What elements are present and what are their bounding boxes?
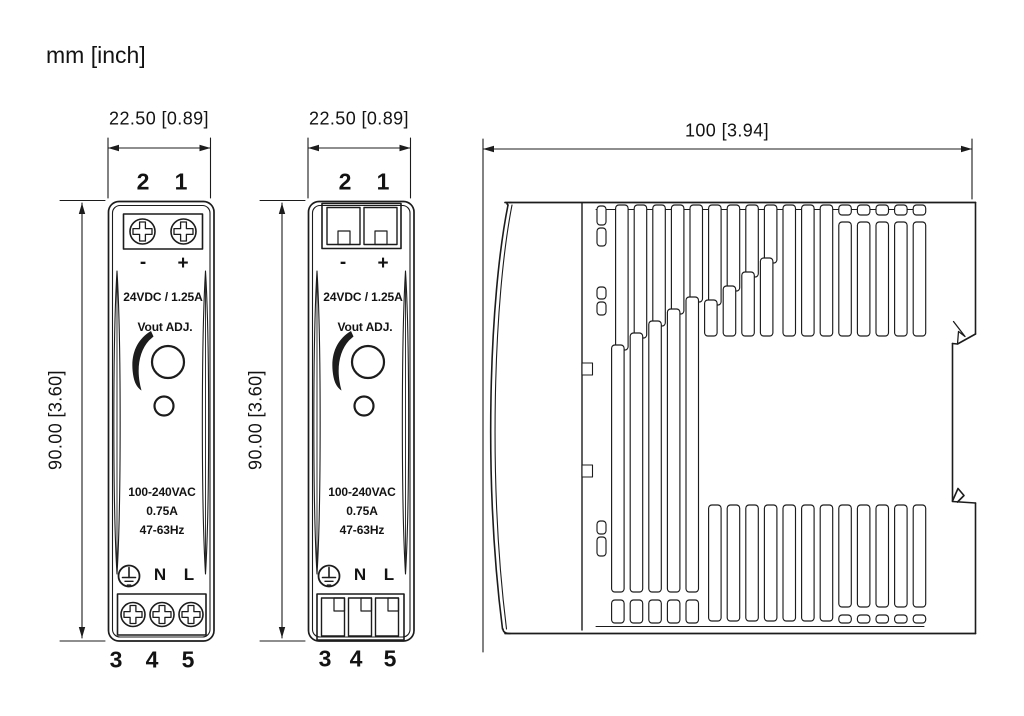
phillips-screw-icon: [130, 219, 155, 244]
pin-label-5: 5: [383, 645, 397, 672]
adjust-label: Vout ADJ.: [337, 320, 393, 334]
pin-label-2: 2: [136, 168, 150, 195]
polarity-plus: +: [377, 253, 389, 274]
dimension-lines: [60, 138, 972, 652]
width-dimension-label: 22.50 [0.89]: [309, 108, 409, 129]
polarity-plus: +: [177, 253, 189, 274]
pin-label-4: 4: [349, 645, 363, 672]
input-rating-line1: 100-240VAC: [328, 485, 396, 499]
pin-label-1: 1: [376, 168, 390, 195]
dimension-arrowheads: [78, 144, 972, 638]
pin-label-4: 4: [145, 646, 159, 673]
height-dimension-label: 90.00 [3.60]: [45, 370, 66, 470]
input-rating-line1: 100-240VAC: [128, 485, 196, 499]
pin-label-1: 1: [174, 168, 188, 195]
line-label: L: [383, 565, 395, 584]
neutral-label: N: [353, 565, 367, 584]
neutral-label: N: [153, 565, 167, 584]
pin-label-3: 3: [318, 645, 332, 672]
output-rating: 24VDC / 1.25A: [123, 290, 203, 304]
phillips-screw-icon: [121, 603, 145, 627]
phillips-screw-icon: [171, 219, 196, 244]
input-rating-line3: 47-63Hz: [339, 523, 385, 537]
output-terminal-block: [124, 214, 203, 249]
side-view: [491, 203, 976, 634]
polarity-minus: -: [139, 252, 147, 273]
pin-label-5: 5: [181, 646, 195, 673]
input-rating-line2: 0.75A: [346, 504, 378, 518]
height-dimension-label: 90.00 [3.60]: [245, 370, 266, 470]
phillips-screw-icon: [150, 603, 174, 627]
input-clamp-block: [317, 594, 404, 640]
input-rating-line3: 47-63Hz: [139, 523, 185, 537]
pin-label-2: 2: [338, 168, 352, 195]
screw-terminals: [121, 219, 203, 627]
phillips-screw-icon: [179, 603, 203, 627]
units-note: mm [inch]: [46, 42, 146, 68]
front-view-screw-terminal: [107, 200, 215, 642]
pin-label-3: 3: [109, 646, 123, 673]
ventilation-slots: [597, 205, 926, 623]
output-clamp-block: [322, 204, 401, 249]
front-view-spring-clamp: [307, 200, 415, 642]
input-rating-line2: 0.75A: [146, 504, 178, 518]
polarity-minus: -: [339, 252, 347, 273]
input-terminal-block: [118, 594, 207, 635]
output-rating: 24VDC / 1.25A: [323, 290, 403, 304]
front-bezel-curve: [491, 205, 508, 629]
line-label: L: [183, 565, 195, 584]
width-dimension-label: 22.50 [0.89]: [109, 108, 209, 129]
width-dimension-label: 100 [3.94]: [684, 120, 770, 141]
adjust-label: Vout ADJ.: [137, 320, 193, 334]
din-rail-clip: [953, 203, 976, 634]
